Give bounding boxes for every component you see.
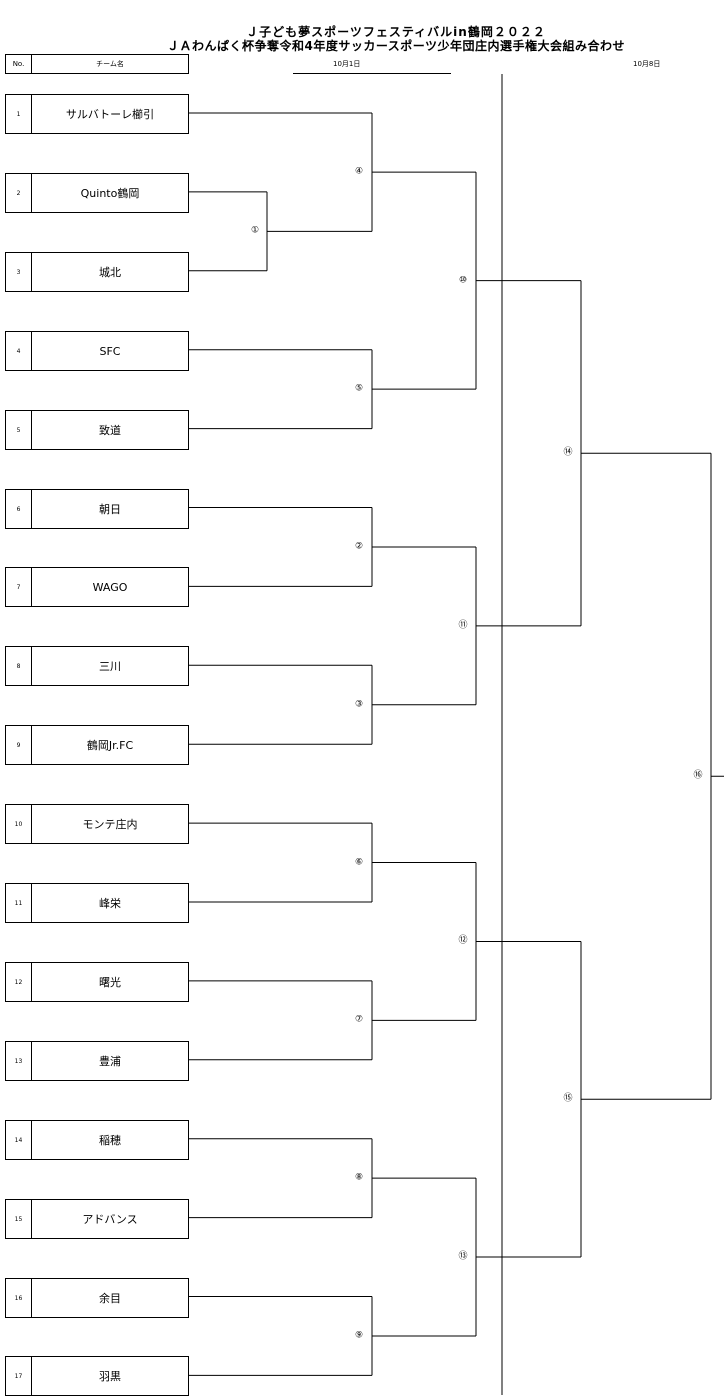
team-name: 稲穂 bbox=[31, 1120, 189, 1160]
team-name: 豊浦 bbox=[31, 1041, 189, 1081]
match-label: ⑭ bbox=[563, 447, 573, 458]
date-round1: 10月1日 bbox=[333, 60, 361, 68]
team-name: 余目 bbox=[31, 1278, 189, 1318]
title-line2: ＪＡわんぱく杯争奪令和4年度サッカースポーツ少年団庄内選手権大会組み合わせ bbox=[166, 39, 625, 53]
team-name: 致道 bbox=[31, 410, 189, 450]
match-label: ② bbox=[354, 541, 364, 552]
team-name: アドバンス bbox=[31, 1199, 189, 1239]
team-name: モンテ庄内 bbox=[31, 804, 189, 844]
match-label: ⑨ bbox=[354, 1330, 364, 1341]
team-name: 鶴岡Jr.FC bbox=[31, 725, 189, 765]
match-label: ⑧ bbox=[354, 1172, 364, 1183]
header-team-name: チーム名 bbox=[31, 54, 189, 74]
team-name: Quinto鶴岡 bbox=[31, 173, 189, 213]
title-line1: Ｊ子ども夢スポーツフェスティバルin鶴岡２０２２ bbox=[246, 25, 546, 39]
match-label: ④ bbox=[354, 166, 364, 177]
match-label: ⑮ bbox=[563, 1093, 573, 1104]
match-label: ⑫ bbox=[458, 935, 468, 946]
team-name: サルバトーレ櫛引 bbox=[31, 94, 189, 134]
match-label: ① bbox=[250, 225, 260, 236]
date-underline bbox=[293, 73, 451, 74]
team-name: 曙光 bbox=[31, 962, 189, 1002]
team-name: 城北 bbox=[31, 252, 189, 292]
match-label: ⑯ bbox=[693, 770, 703, 781]
team-name: 朝日 bbox=[31, 489, 189, 529]
match-label: ⑤ bbox=[354, 383, 364, 394]
match-label: ⑦ bbox=[354, 1014, 364, 1025]
team-name: 峰栄 bbox=[31, 883, 189, 923]
team-name: WAGO bbox=[31, 567, 189, 607]
match-label: ⑩ bbox=[458, 275, 468, 286]
match-label: ③ bbox=[354, 699, 364, 710]
date-round2: 10月8日 bbox=[633, 60, 661, 68]
team-name: 三川 bbox=[31, 646, 189, 686]
team-name: 羽黒 bbox=[31, 1356, 189, 1396]
match-label: ⑪ bbox=[458, 620, 468, 631]
team-name: SFC bbox=[31, 331, 189, 371]
match-label: ⑬ bbox=[458, 1251, 468, 1262]
match-label: ⑥ bbox=[354, 857, 364, 868]
